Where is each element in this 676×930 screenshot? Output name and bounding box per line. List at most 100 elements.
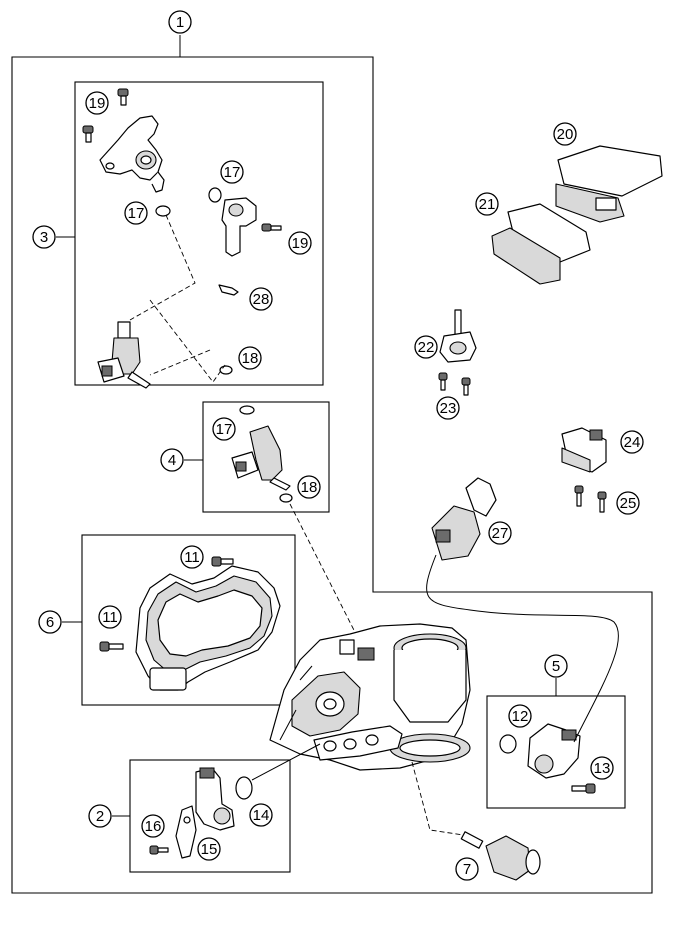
svg-text:18: 18 bbox=[301, 479, 318, 496]
sensor-group-2 bbox=[195, 767, 235, 831]
o-ring-17-b bbox=[208, 187, 222, 203]
group-box-3 bbox=[74, 81, 324, 386]
dash-group-3c bbox=[149, 349, 211, 376]
svg-text:27: 27 bbox=[492, 525, 509, 542]
injector-group-4 bbox=[231, 425, 291, 491]
callout-18-b: 18 bbox=[297, 475, 321, 499]
callout-2: 2 bbox=[88, 804, 112, 828]
callout-7: 7 bbox=[455, 857, 479, 881]
dash-group-3a bbox=[129, 214, 196, 321]
callout-1: 1 bbox=[168, 10, 192, 34]
svg-text:13: 13 bbox=[594, 760, 611, 777]
svg-text:1: 1 bbox=[176, 14, 184, 31]
o-ring-18-g4 bbox=[279, 493, 293, 503]
svg-text:7: 7 bbox=[463, 861, 471, 878]
svg-text:15: 15 bbox=[201, 841, 218, 858]
svg-text:21: 21 bbox=[479, 196, 496, 213]
o-ring-17-g4 bbox=[239, 405, 255, 415]
svg-text:28: 28 bbox=[253, 291, 270, 308]
callout-4: 4 bbox=[160, 448, 184, 472]
svg-text:25: 25 bbox=[620, 495, 637, 512]
callout-13: 13 bbox=[590, 756, 614, 780]
svg-text:17: 17 bbox=[216, 421, 233, 438]
svg-text:3: 3 bbox=[40, 229, 48, 246]
callout-24: 24 bbox=[620, 430, 644, 454]
callout-17-a: 17 bbox=[220, 160, 244, 184]
o-ring-17 bbox=[155, 205, 171, 217]
injector-group-3 bbox=[97, 321, 151, 389]
harness-wire bbox=[426, 554, 619, 743]
svg-text:19: 19 bbox=[292, 235, 309, 252]
screws-23 bbox=[438, 372, 471, 396]
svg-text:17: 17 bbox=[128, 205, 145, 222]
sensor-group-5 bbox=[527, 723, 581, 779]
svg-text:22: 22 bbox=[418, 339, 435, 356]
screw-11-a bbox=[211, 556, 234, 567]
o-ring-18 bbox=[219, 365, 233, 375]
svg-text:5: 5 bbox=[552, 658, 560, 675]
svg-text:20: 20 bbox=[557, 126, 574, 143]
assembly-frame-1 bbox=[11, 56, 653, 894]
o-ring-14 bbox=[235, 776, 253, 800]
screws-25 bbox=[574, 485, 607, 513]
callout-28: 28 bbox=[249, 287, 273, 311]
callout-23: 23 bbox=[436, 396, 460, 420]
svg-text:12: 12 bbox=[512, 708, 529, 725]
callout-17-c: 17 bbox=[212, 417, 236, 441]
callout-19-a: 19 bbox=[85, 91, 109, 115]
svg-text:14: 14 bbox=[253, 807, 270, 824]
svg-text:4: 4 bbox=[168, 452, 176, 469]
sensor-22 bbox=[439, 309, 477, 363]
svg-text:18: 18 bbox=[242, 350, 259, 367]
callout-19-b: 19 bbox=[288, 231, 312, 255]
ecu-cover-21 bbox=[491, 203, 591, 285]
callout-3: 3 bbox=[32, 225, 56, 249]
svg-text:2: 2 bbox=[96, 808, 104, 825]
callout-21: 21 bbox=[475, 192, 499, 216]
group-box-4 bbox=[202, 401, 330, 513]
svg-text:17: 17 bbox=[224, 164, 241, 181]
screw-13 bbox=[571, 783, 596, 794]
screw-19-top bbox=[82, 88, 129, 143]
callout-16: 16 bbox=[141, 814, 165, 838]
callout-11-b: 11 bbox=[98, 605, 122, 629]
callout-12: 12 bbox=[508, 704, 532, 728]
o-ring-12 bbox=[499, 734, 517, 754]
fuel-rail-bracket bbox=[99, 115, 165, 193]
screw-16 bbox=[149, 845, 169, 855]
svg-text:19: 19 bbox=[89, 95, 106, 112]
callout-27: 27 bbox=[488, 521, 512, 545]
bracket-15 bbox=[175, 805, 197, 859]
callout-5: 5 bbox=[544, 654, 568, 678]
svg-text:6: 6 bbox=[46, 614, 54, 631]
callout-17-b: 17 bbox=[124, 201, 148, 225]
callout-22: 22 bbox=[414, 335, 438, 359]
callout-25: 25 bbox=[616, 491, 640, 515]
sensor-24 bbox=[561, 427, 607, 473]
dash-group-4 bbox=[289, 503, 361, 643]
callout-6: 6 bbox=[38, 610, 62, 634]
svg-text:24: 24 bbox=[624, 434, 641, 451]
svg-text:23: 23 bbox=[440, 400, 457, 417]
clip-28 bbox=[218, 284, 239, 296]
svg-text:16: 16 bbox=[145, 818, 162, 835]
dash-group-7 bbox=[411, 761, 471, 837]
leader-14-tb bbox=[251, 743, 321, 781]
map-sensor-27 bbox=[431, 477, 497, 561]
fuel-connector bbox=[221, 197, 282, 257]
callout-14: 14 bbox=[249, 803, 273, 827]
throttle-body bbox=[269, 623, 471, 771]
svg-text:11: 11 bbox=[184, 549, 200, 566]
svg-text:11: 11 bbox=[102, 609, 118, 626]
screw-11-b bbox=[99, 641, 124, 652]
callout-15: 15 bbox=[197, 837, 221, 861]
group-box-6 bbox=[81, 534, 296, 706]
idle-valve-7 bbox=[460, 831, 541, 881]
callout-18-a: 18 bbox=[238, 346, 262, 370]
throttle-cover bbox=[135, 565, 281, 691]
callout-11-a: 11 bbox=[180, 545, 204, 569]
dash-group-3b bbox=[149, 299, 226, 383]
callout-20: 20 bbox=[553, 122, 577, 146]
ecu-20 bbox=[555, 145, 663, 223]
